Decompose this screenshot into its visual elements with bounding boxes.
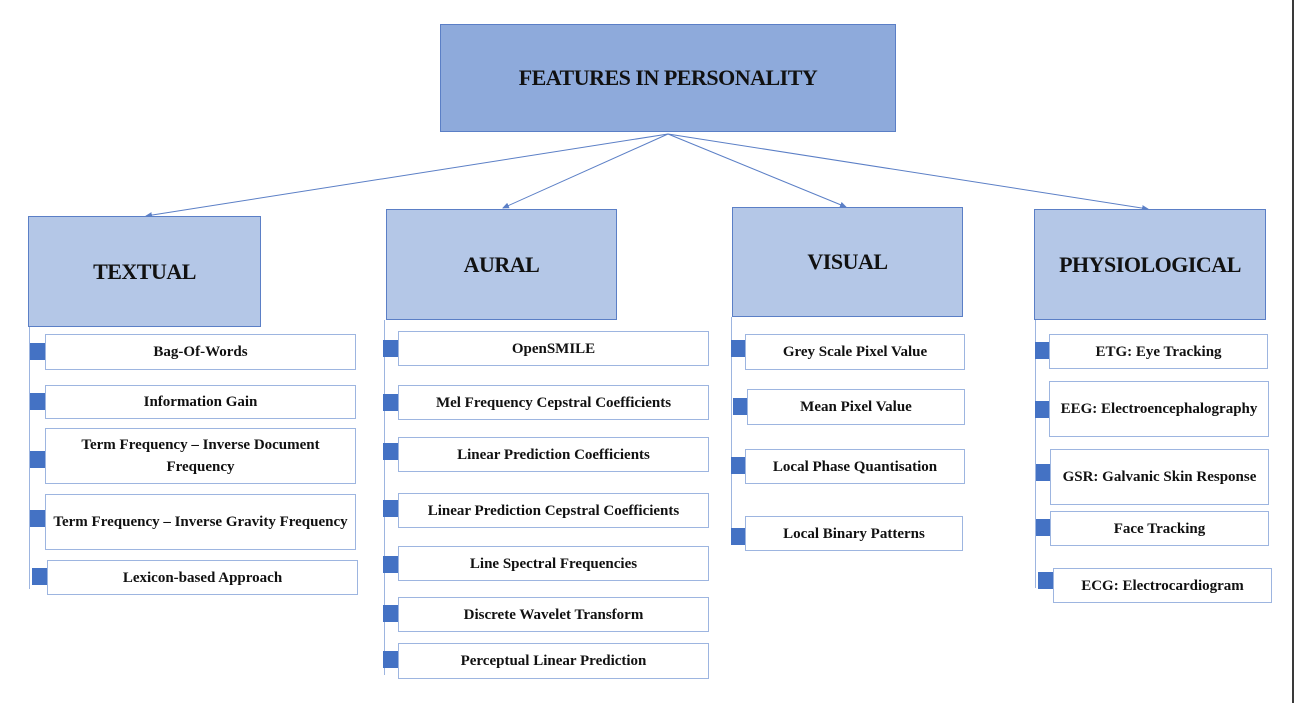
physiological-spine	[1035, 320, 1036, 588]
item-label: OpenSMILE	[511, 340, 596, 357]
category-aural: AURAL	[386, 209, 617, 320]
list-item: Information Gain	[45, 385, 356, 419]
bullet-icon	[731, 528, 746, 545]
page-edge	[1292, 0, 1294, 703]
item-label: Linear Prediction Coefficients	[457, 446, 650, 463]
bullet-icon	[383, 605, 398, 622]
item-label: Term Frequency – Inverse Document Freque…	[81, 437, 320, 475]
item-label: ECG: Electrocardiogram	[1081, 577, 1244, 594]
arrow-to-physiological	[667, 133, 1149, 212]
item-label: Line Spectral Frequencies	[469, 555, 638, 572]
list-item: Lexicon-based Approach	[47, 560, 358, 595]
list-item: OpenSMILE	[398, 331, 709, 366]
bullet-icon	[731, 457, 746, 474]
list-item: ECG: Electrocardiogram	[1053, 568, 1272, 603]
item-label: GSR: Galvanic Skin Response	[1062, 469, 1257, 485]
item-label: Information Gain	[143, 394, 258, 410]
list-item: Face Tracking	[1050, 511, 1269, 546]
textual-spine	[29, 327, 30, 589]
bullet-icon	[30, 451, 45, 468]
bullet-icon	[30, 510, 45, 527]
item-label: Face Tracking	[1113, 520, 1206, 537]
list-item: Local Binary Patterns	[745, 516, 963, 551]
item-label: Lexicon-based Approach	[122, 569, 283, 586]
arrow-to-visual	[667, 133, 847, 208]
bullet-icon	[1035, 401, 1050, 418]
category-label: PHYSIOLOGICAL	[1059, 251, 1241, 277]
item-label: Grey Scale Pixel Value	[782, 344, 928, 360]
category-label: VISUAL	[807, 249, 888, 274]
list-item: Mel Frequency Cepstral Coefficients	[398, 385, 709, 420]
list-item: Local Phase Quantisation	[745, 449, 965, 484]
item-label: Mel Frequency Cepstral Coefficients	[435, 394, 672, 411]
list-item: Term Frequency – Inverse Gravity Frequen…	[45, 494, 356, 550]
root-node: FEATURES IN PERSONALITY	[440, 24, 896, 132]
bullet-icon	[383, 651, 398, 668]
list-item: Term Frequency – Inverse Document Freque…	[45, 428, 356, 484]
item-label: Bag-Of-Words	[153, 344, 248, 360]
aural-spine	[384, 320, 385, 675]
root-title: FEATURES IN PERSONALITY	[518, 65, 818, 90]
arrow-to-aural	[502, 133, 669, 209]
item-label: Discrete Wavelet Transform	[463, 606, 644, 623]
item-label: ETG: Eye Tracking	[1095, 343, 1222, 360]
item-label: Local Phase Quantisation	[772, 458, 938, 475]
item-label: Term Frequency – Inverse Gravity Frequen…	[53, 514, 348, 530]
category-label: AURAL	[463, 251, 540, 277]
bullet-icon	[1038, 572, 1053, 589]
bullet-icon	[383, 340, 398, 357]
list-item: Linear Prediction Coefficients	[398, 437, 709, 472]
item-label: Mean Pixel Value	[800, 399, 912, 415]
item-label: Perceptual Linear Prediction	[460, 653, 647, 669]
list-item: Discrete Wavelet Transform	[398, 597, 709, 632]
list-item: EEG: Electroencephalography	[1049, 381, 1269, 437]
list-item: GSR: Galvanic Skin Response	[1050, 449, 1269, 505]
list-item: Line Spectral Frequencies	[398, 546, 709, 581]
category-visual: VISUAL	[732, 207, 963, 317]
bullet-icon	[30, 393, 45, 410]
category-physiological: PHYSIOLOGICAL	[1034, 209, 1266, 320]
item-label: Local Binary Patterns	[783, 525, 925, 542]
list-item: Perceptual Linear Prediction	[398, 643, 709, 679]
arrow-to-textual	[145, 133, 669, 219]
list-item: Grey Scale Pixel Value	[745, 334, 965, 370]
bullet-icon	[30, 343, 45, 360]
bullet-icon	[1036, 519, 1051, 536]
category-textual: TEXTUAL	[28, 216, 261, 327]
visual-spine	[731, 317, 732, 545]
bullet-icon	[1035, 342, 1050, 359]
bullet-icon	[383, 443, 398, 460]
bullet-icon	[383, 556, 398, 573]
item-label: Linear Prediction Cepstral Coefficients	[427, 502, 680, 519]
item-label: EEG: Electroencephalography	[1060, 401, 1258, 417]
list-item: ETG: Eye Tracking	[1049, 334, 1268, 369]
bullet-icon	[731, 340, 746, 357]
bullet-icon	[733, 398, 748, 415]
list-item: Mean Pixel Value	[747, 389, 965, 425]
bullet-icon	[32, 568, 47, 585]
list-item: Bag-Of-Words	[45, 334, 356, 370]
category-label: TEXTUAL	[93, 258, 196, 284]
bullet-icon	[1036, 464, 1051, 481]
list-item: Linear Prediction Cepstral Coefficients	[398, 493, 709, 528]
bullet-icon	[383, 394, 398, 411]
bullet-icon	[383, 500, 398, 517]
